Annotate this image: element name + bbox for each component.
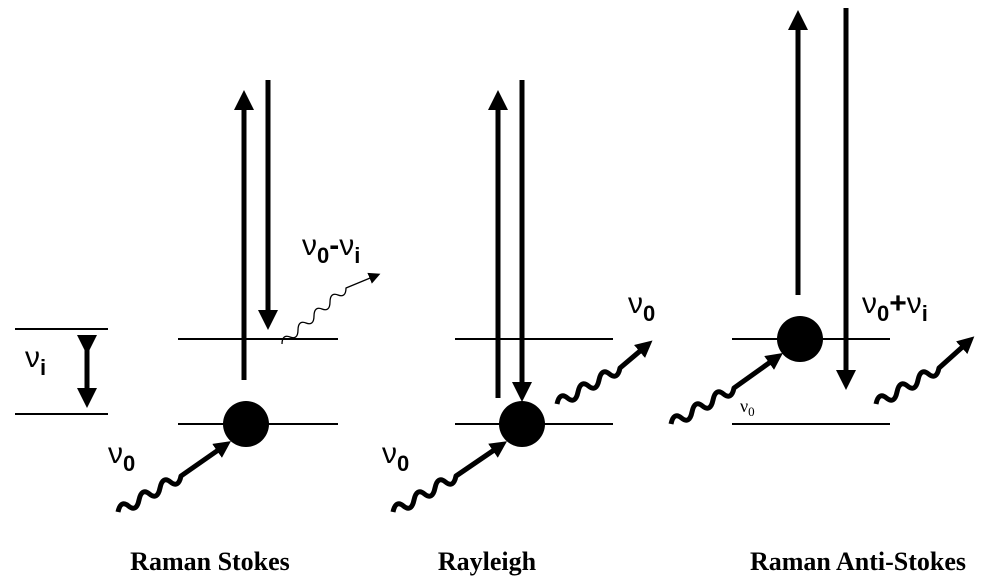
- panel-rayleigh: ν0 ν0 Rayleigh: [382, 80, 655, 576]
- molecule: [777, 316, 823, 362]
- panel-raman-anti-stokes: ν0 ν0+νi Raman Anti-Stokes: [668, 8, 975, 576]
- panel-raman-stokes: ν0 ν0-νi Raman Stokes: [108, 80, 381, 576]
- molecule: [499, 401, 545, 447]
- scattered-photon-wave: [554, 340, 653, 405]
- energy-gap-scale: νi: [15, 328, 108, 415]
- panel-title: Rayleigh: [438, 547, 537, 576]
- scattered-frequency-label: ν0: [628, 287, 655, 326]
- incident-frequency-label: ν0: [108, 437, 135, 476]
- incident-frequency-label: ν0: [740, 396, 755, 419]
- incident-photon-wave: [668, 353, 783, 425]
- scattered-frequency-label: ν0-νi: [302, 229, 360, 268]
- molecule: [223, 401, 269, 447]
- scale-label: νi: [25, 341, 46, 380]
- panel-title: Raman Anti-Stokes: [750, 547, 966, 576]
- incident-photon-wave: [390, 441, 508, 513]
- incident-photon-wave: [115, 441, 231, 513]
- panel-title: Raman Stokes: [130, 547, 290, 576]
- incident-frequency-label: ν0: [382, 437, 409, 476]
- scattered-photon-wave: [281, 272, 381, 345]
- scattered-photon-wave: [873, 336, 975, 405]
- scattered-frequency-label: ν0+νi: [862, 287, 928, 326]
